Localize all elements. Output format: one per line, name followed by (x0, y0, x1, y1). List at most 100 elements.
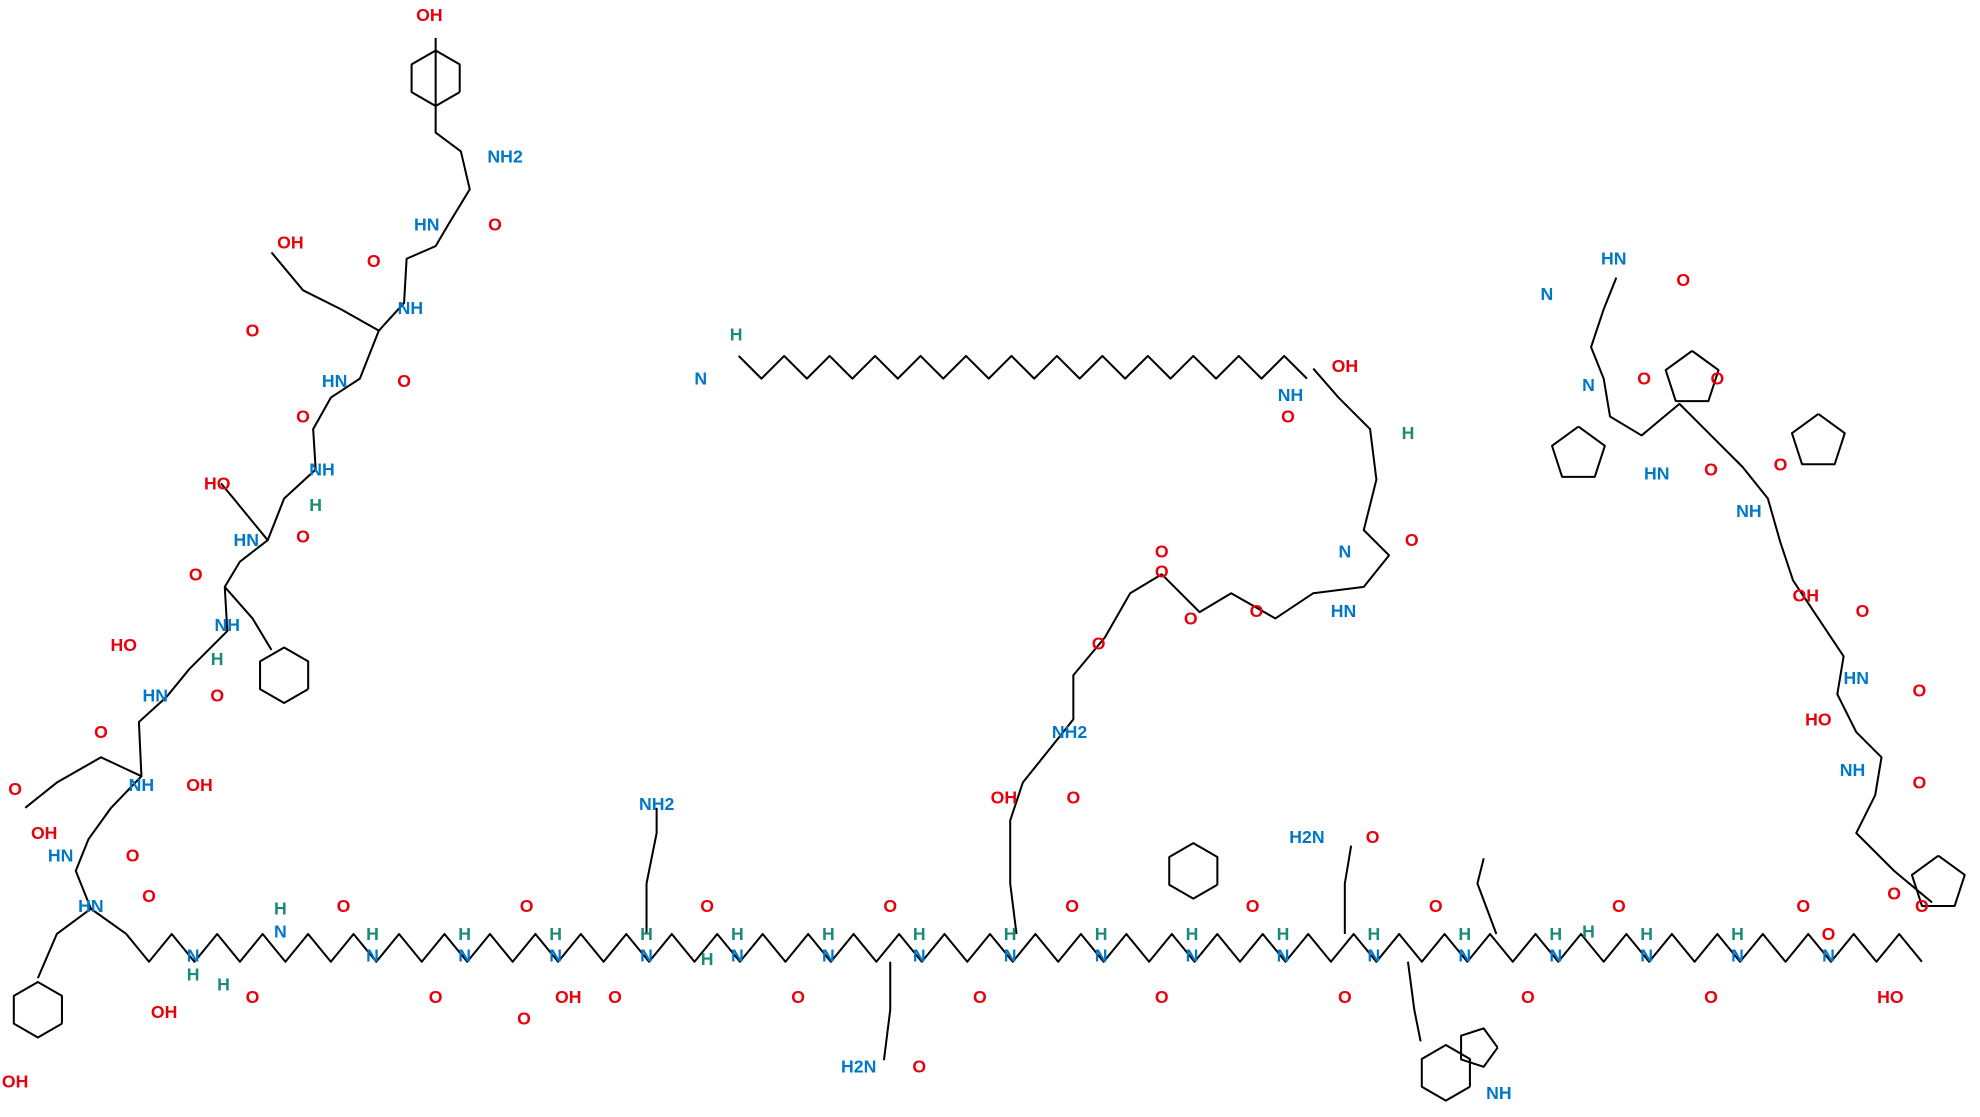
tyrosine-ring-top (410, 49, 461, 108)
atom-label-oxygen: OH (991, 788, 1017, 808)
atom-label-oxygen: O (210, 685, 224, 705)
atom-label-oxygen: O (1913, 680, 1927, 700)
atom-label-stereo-hydrogen: H (1095, 924, 1108, 944)
atom-label-oxygen: O (520, 896, 534, 916)
atom-label-oxygen: O (142, 886, 156, 906)
indole-benzene-ring (1420, 1044, 1471, 1102)
atom-label-nitrogen: N (1549, 945, 1562, 965)
atom-label-nitrogen: NH (309, 460, 335, 480)
atom-label-oxygen: O (8, 779, 22, 799)
atom-label-nitrogen: N (694, 369, 707, 389)
atom-label-nitrogen: NH (1278, 385, 1304, 405)
atom-label-nitrogen: NH (129, 775, 155, 795)
atom-label-oxygen: O (1704, 460, 1718, 480)
atom-label-nitrogen: N (274, 921, 287, 941)
atom-label-oxygen: O (1338, 987, 1352, 1007)
atom-label-oxygen: HO (204, 473, 230, 493)
atom-label-nitrogen: NH (1736, 501, 1762, 521)
atom-label-nitrogen: HN (1331, 601, 1357, 621)
proline-ring-3 (1790, 413, 1846, 466)
atom-label-oxygen: HO (1877, 987, 1903, 1007)
atom-label-stereo-hydrogen: H (309, 495, 322, 515)
atom-label-nitrogen: NH2 (487, 147, 523, 167)
atom-label-stereo-hydrogen: H (211, 649, 224, 669)
atom-label-nitrogen: N (1186, 945, 1199, 965)
atom-label-oxygen: O (1612, 896, 1626, 916)
atom-label-nitrogen: N (1582, 375, 1595, 395)
atom-label-stereo-hydrogen: H (217, 974, 230, 994)
atom-label-oxygen: O (1856, 601, 1870, 621)
atom-label-stereo-hydrogen: H (1402, 423, 1415, 443)
glu-sidechain-bond (270, 251, 380, 332)
atom-label-oxygen: O (1066, 788, 1080, 808)
atom-label-nitrogen: N (1822, 945, 1835, 965)
gln-sidechain-bond (882, 961, 892, 1061)
atom-label-oxygen: O (973, 987, 987, 1007)
atom-label-nitrogen: HN (322, 371, 348, 391)
atom-label-nitrogen: N (1004, 945, 1017, 965)
atom-label-oxygen: O (608, 987, 622, 1007)
atom-label-oxygen: O (296, 407, 310, 427)
bond-layer (12, 37, 1966, 1102)
atom-label-stereo-hydrogen: H (701, 949, 714, 969)
atom-label-nitrogen: NH (398, 298, 424, 318)
atom-label-nitrogen: HN (414, 215, 440, 235)
atom-label-nitrogen: N (1338, 542, 1351, 562)
atom-label-nitrogen: NH (1486, 1083, 1512, 1103)
atom-label-oxygen: O (246, 987, 260, 1007)
atom-label-nitrogen: N (1095, 945, 1108, 965)
atom-label-nitrogen: HN (48, 846, 74, 866)
atom-label-oxygen: O (1281, 407, 1295, 427)
atom-label-nitrogen: NH (215, 615, 241, 635)
atom-label-nitrogen: N (366, 945, 379, 965)
atom-label-stereo-hydrogen: H (913, 924, 926, 944)
atom-label-stereo-hydrogen: H (1186, 924, 1199, 944)
atom-label-oxygen: OH (277, 232, 303, 252)
asp-sidechain-bond (24, 756, 142, 809)
atom-label-oxygen: O (1822, 924, 1836, 944)
atom-label-oxygen: O (94, 722, 108, 742)
atom-label-nitrogen: N (913, 945, 926, 965)
atom-label-oxygen: O (126, 846, 140, 866)
proline-ring-2 (1664, 350, 1720, 403)
atom-label-oxygen: O (1774, 454, 1788, 474)
atom-label-stereo-hydrogen: H (458, 924, 471, 944)
top-backbone-bond (74, 37, 471, 935)
atom-label-stereo-hydrogen: H (187, 964, 200, 984)
atom-label-nitrogen: H2N (1289, 827, 1324, 847)
atom-label-oxygen: HO (1805, 709, 1831, 729)
atom-label-oxygen: OH (186, 775, 212, 795)
atom-label-stereo-hydrogen: H (640, 924, 653, 944)
atom-label-stereo-hydrogen: H (822, 924, 835, 944)
peg-linker-bond (1009, 367, 1391, 935)
atom-label-nitrogen: N (1277, 945, 1290, 965)
atom-label-oxygen: O (517, 1009, 531, 1029)
atom-label-oxygen: O (1092, 634, 1106, 654)
atom-label-nitrogen: N (1367, 945, 1380, 965)
atom-label-oxygen: OH (31, 823, 57, 843)
atom-label-nitrogen: N (458, 945, 471, 965)
atom-label-oxygen: OH (1792, 586, 1818, 606)
gln2-sidechain-bond (1343, 845, 1353, 934)
atom-label-oxygen: OH (416, 5, 442, 25)
atom-label-nitrogen: N (822, 945, 835, 965)
atom-label-oxygen: O (1155, 562, 1169, 582)
atom-label-nitrogen: N (640, 945, 653, 965)
atom-label-oxygen: O (1676, 270, 1690, 290)
atom-label-stereo-hydrogen: H (549, 924, 562, 944)
atom-label-nitrogen: N (187, 945, 200, 965)
atom-label-nitrogen: N (1540, 284, 1553, 304)
atom-label-nitrogen: HN (143, 685, 169, 705)
atom-label-oxygen: O (1710, 369, 1724, 389)
atom-label-oxygen: O (1250, 601, 1264, 621)
atom-label-nitrogen: HN (233, 530, 259, 550)
atom-label-oxygen: OH (151, 1002, 177, 1022)
c-terminal-chain-bond (1590, 277, 1933, 904)
atom-label-nitrogen: HN (1843, 668, 1869, 688)
bottom-backbone-bond (125, 932, 1923, 963)
atom-label-oxygen: OH (2, 1072, 28, 1092)
atom-label-oxygen: O (1521, 987, 1535, 1007)
atom-label-oxygen: O (1184, 608, 1198, 628)
atom-label-stereo-hydrogen: H (1277, 924, 1290, 944)
atom-label-oxygen: O (700, 896, 714, 916)
